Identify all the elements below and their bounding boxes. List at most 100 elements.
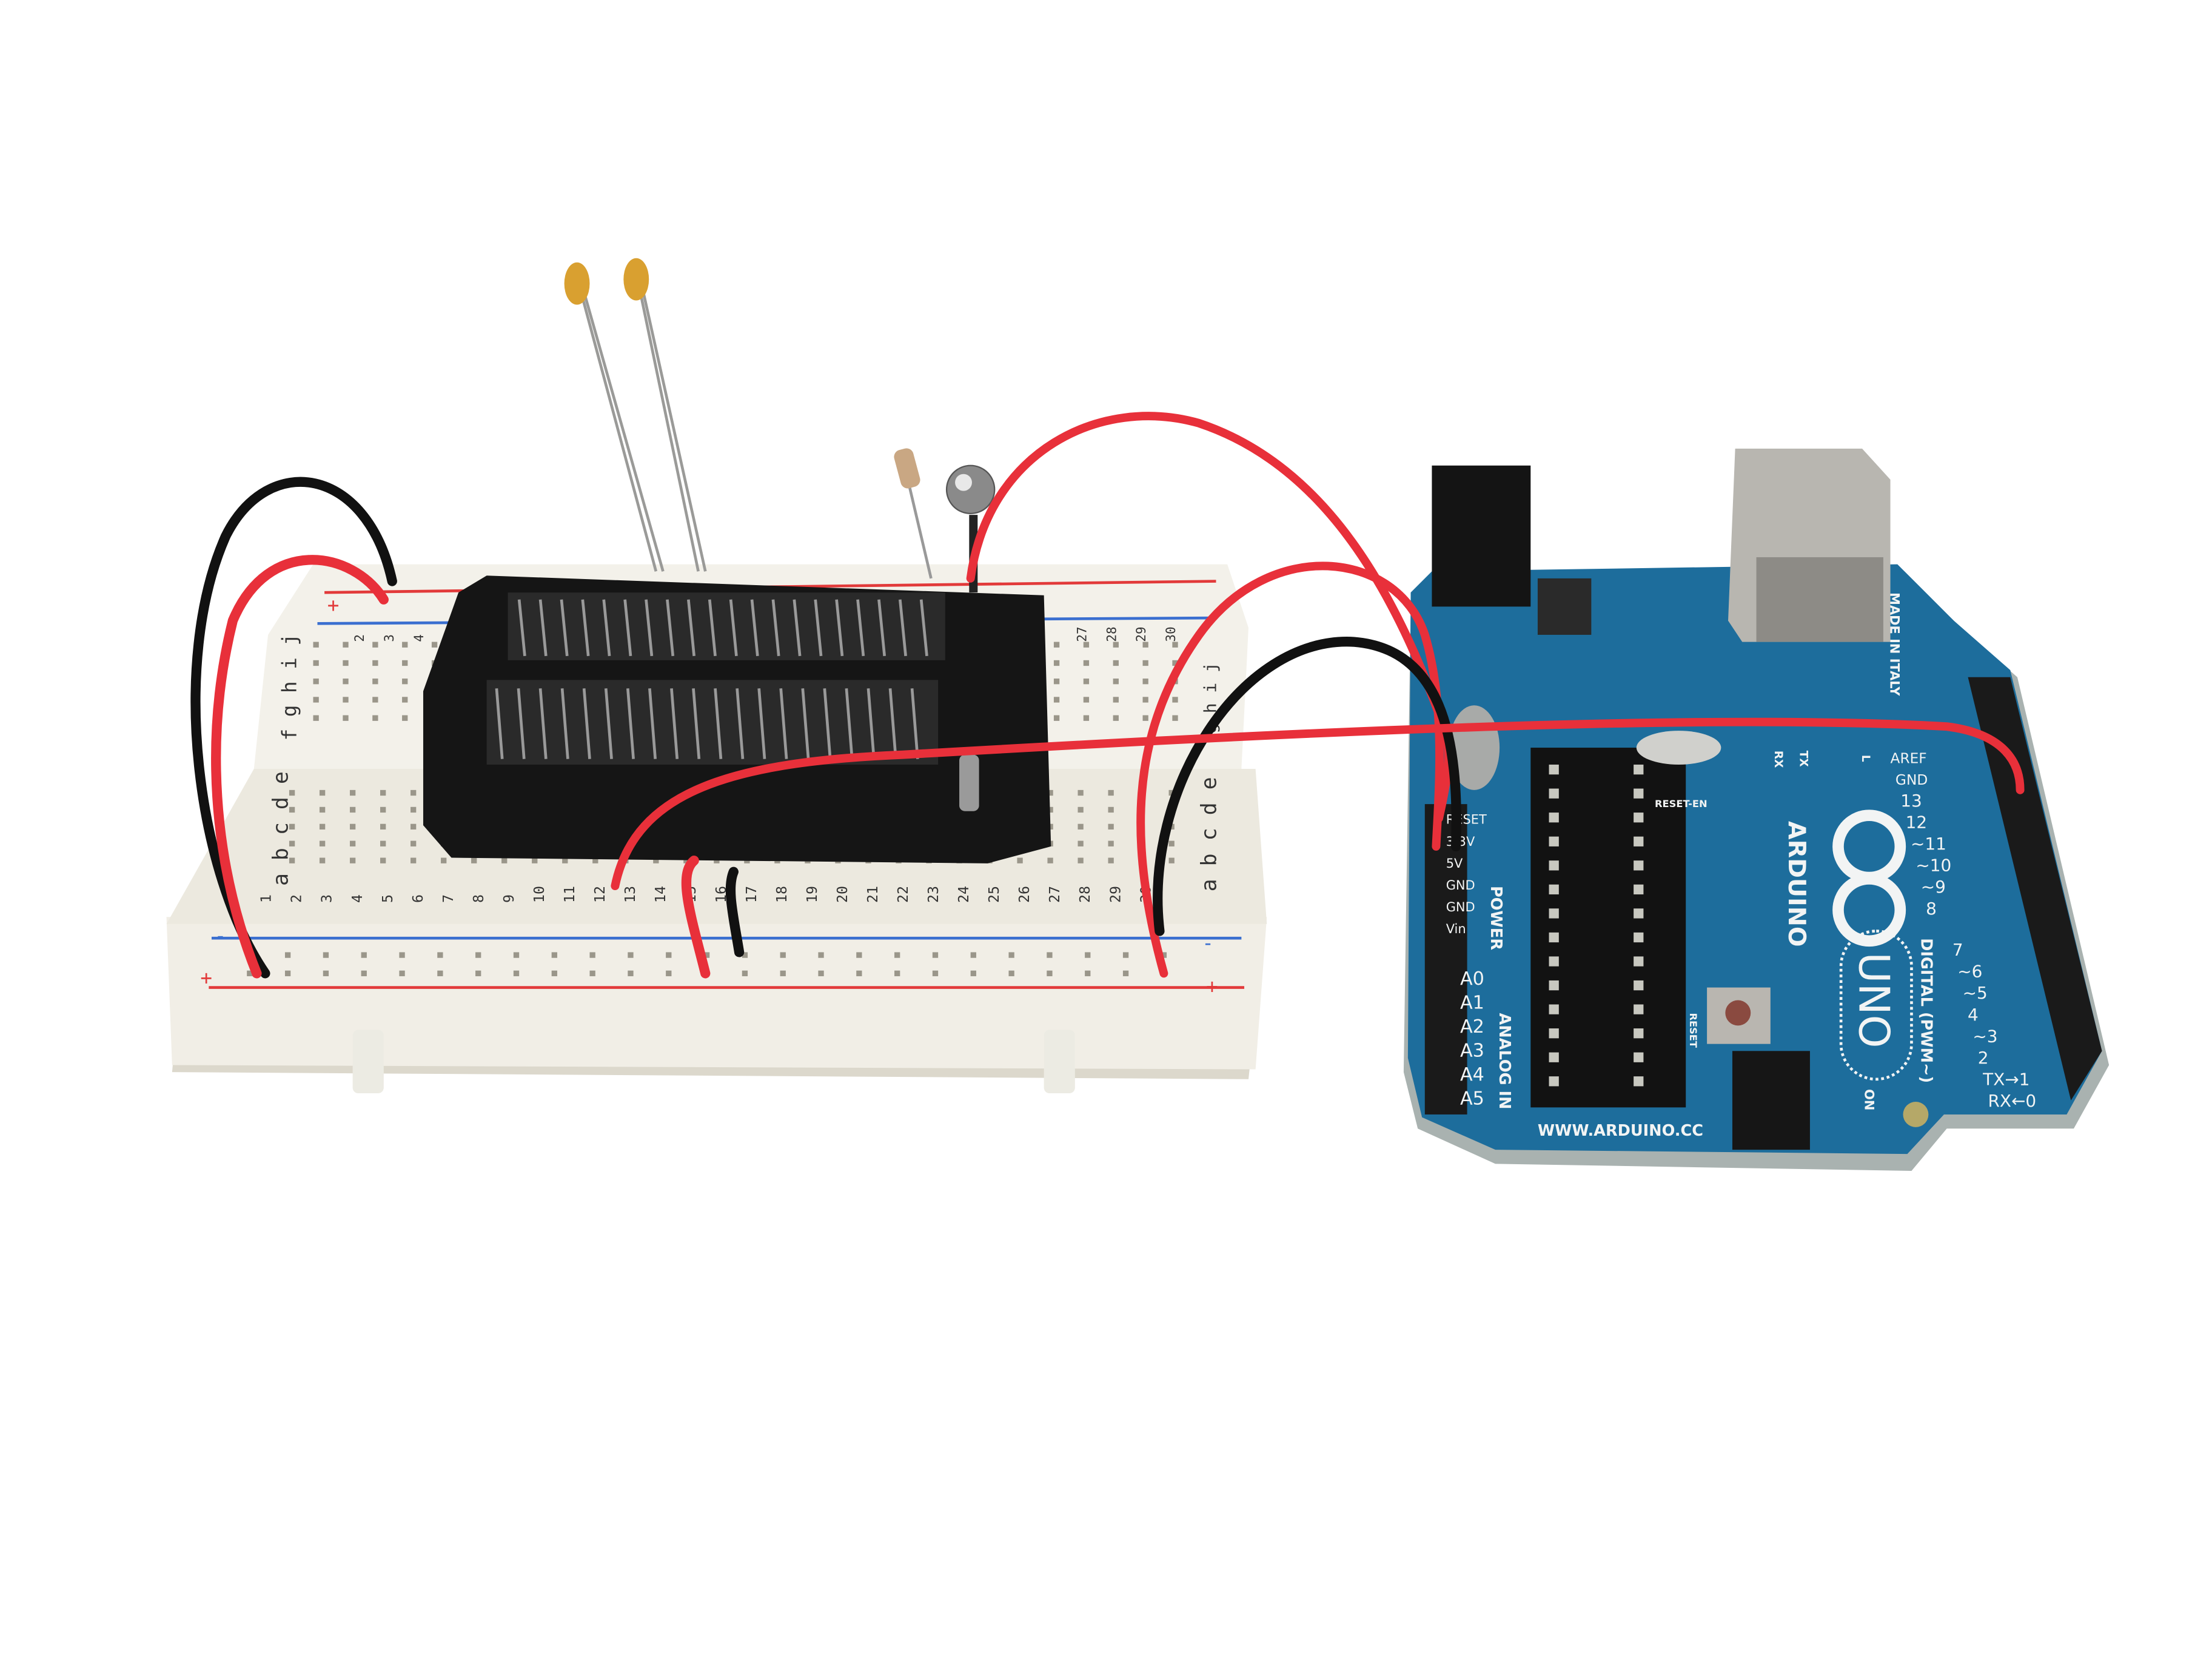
zif-contact <box>910 688 919 759</box>
digital-pin-label: ~3 <box>1972 1026 1997 1046</box>
wire-red-left <box>211 555 389 979</box>
socket-pin <box>1549 1004 1559 1014</box>
socket-pin <box>1549 908 1559 919</box>
digital-pin-label: RX←0 <box>1988 1091 2037 1111</box>
breadboard-hole <box>372 679 378 685</box>
digital-pin-label: 7 <box>1952 940 1963 960</box>
breadboard-hole <box>714 857 720 863</box>
breadboard-hole <box>1142 715 1148 721</box>
arduino-uno-board: ARDUINO UNO WWW.ARDUINO.CC DIGITAL (PWM~… <box>1403 448 2110 1171</box>
column-number: 6 <box>410 894 426 903</box>
breadboard-hole <box>313 660 319 666</box>
digital-pin-label: TX→1 <box>1982 1070 2029 1090</box>
rail-hole <box>932 970 939 976</box>
rail-hole <box>513 952 520 958</box>
rail-hole <box>818 970 824 976</box>
breadboard-hole <box>592 857 598 863</box>
breadboard-hole <box>343 679 349 685</box>
socket-pin <box>1549 1052 1559 1062</box>
arduino-url: WWW.ARDUINO.CC <box>1538 1122 1703 1140</box>
column-number: 28 <box>1104 626 1119 642</box>
breadboard-hole <box>683 857 689 863</box>
column-number: 1 <box>258 894 275 903</box>
zif-contact <box>666 599 675 657</box>
column-number: 9 <box>501 894 517 903</box>
rail-hole <box>323 952 329 958</box>
rail-hole <box>589 952 595 958</box>
socket-pin <box>1549 788 1559 799</box>
column-number: 2 <box>289 894 305 903</box>
rail-hole <box>856 970 862 976</box>
column-number: 14 <box>652 886 669 903</box>
breadboard-hole <box>1113 642 1119 648</box>
column-number: 27 <box>1074 626 1089 642</box>
zif-contact <box>866 688 876 759</box>
digital-pin-label: 12 <box>1906 812 1928 832</box>
breadboard-hole <box>653 857 659 863</box>
rail-hole <box>1008 970 1014 976</box>
socket-pin <box>1634 1076 1644 1087</box>
rail-hole <box>780 952 786 958</box>
rail-hole <box>628 970 634 976</box>
plus-label: + <box>327 594 340 617</box>
zif-contact <box>793 599 802 657</box>
breadboard-hole <box>411 806 417 813</box>
digital-pin-label: ~9 <box>1921 877 1946 897</box>
zif-contact <box>845 688 854 759</box>
rail-hole <box>856 952 862 958</box>
breadboard-hole <box>1083 715 1090 721</box>
column-number: 2 <box>352 634 367 642</box>
led-sensor <box>945 464 996 515</box>
breadboard-hole <box>1113 697 1119 703</box>
arduino-infinity-logo <box>1832 809 1906 947</box>
zif-contact <box>757 688 766 759</box>
reset-en-label: RESET-EN <box>1655 798 1708 809</box>
zif-contact <box>645 599 654 657</box>
breadboard-hole <box>1142 697 1148 703</box>
breadboard-hole <box>289 823 295 830</box>
rail-hole <box>970 970 976 976</box>
rail-hole <box>247 970 253 976</box>
zif-contact <box>604 688 613 759</box>
rail-hole <box>703 952 710 958</box>
crystal <box>1636 731 1721 765</box>
row-letters-right-bottom: a b c d e <box>1197 777 1221 891</box>
breadboard-hole <box>349 840 356 846</box>
wire-black-short <box>725 866 745 957</box>
rail-hole <box>666 952 672 958</box>
digital-pin-label: ~5 <box>1963 983 1988 1003</box>
breadboard-hole <box>1053 715 1060 721</box>
socket-pin <box>1634 1052 1644 1062</box>
breadboard-hole <box>343 660 349 666</box>
arduino-model: UNO <box>1849 952 1898 1048</box>
zif-lever <box>959 754 979 811</box>
reset-label: RESET <box>1687 1013 1699 1048</box>
column-number: 12 <box>592 886 608 903</box>
column-number: 27 <box>1047 886 1063 903</box>
breadboard-hole <box>313 679 319 685</box>
socket-pin <box>1634 836 1644 846</box>
breadboard-hole <box>289 857 295 863</box>
zif-contact <box>736 688 745 759</box>
breadboard-hole <box>1142 642 1148 648</box>
socket-pin <box>1549 932 1559 943</box>
breadboard-hole <box>343 697 349 703</box>
digital-pin-label: 13 <box>1900 791 1922 811</box>
breadboard-hole <box>380 823 386 830</box>
column-number: 20 <box>834 886 851 903</box>
rail-hole <box>1008 952 1014 958</box>
breadboard-hole <box>313 697 319 703</box>
wire-black-right <box>1153 637 1461 936</box>
breadboard-hole <box>501 857 508 863</box>
zif-contact <box>495 688 504 759</box>
column-number: 3 <box>382 634 397 642</box>
minus-label: - <box>1202 931 1214 954</box>
plus-label: + <box>200 967 212 990</box>
zif-contact <box>560 599 569 657</box>
breadboard-hole <box>402 679 408 685</box>
socket-pin <box>1634 764 1644 775</box>
digital-pin-label: ~11 <box>1911 834 1946 854</box>
rail-hole <box>284 952 291 958</box>
breadboard-hole <box>319 789 326 796</box>
socket-pin <box>1549 956 1559 967</box>
